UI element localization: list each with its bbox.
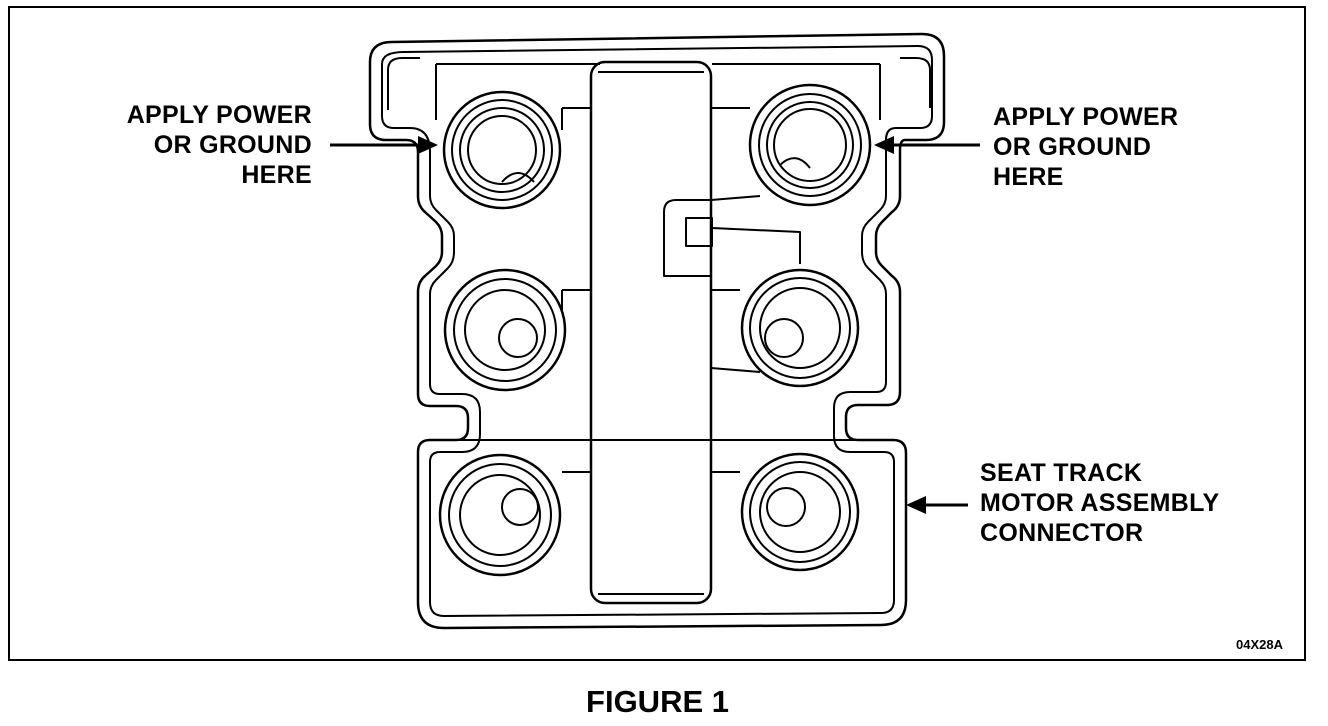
callout-left-line-1: APPLY POWER bbox=[126, 101, 312, 129]
terminal-middle-left bbox=[443, 268, 567, 392]
callout-connector-line-3: CONNECTOR bbox=[980, 519, 1144, 547]
terminal-top-left bbox=[442, 90, 562, 210]
top-ledge-left bbox=[387, 57, 420, 110]
callout-connector: SEAT TRACK MOTOR ASSEMBLY CONNECTOR bbox=[980, 458, 1219, 548]
spine-key bbox=[663, 199, 711, 277]
terminal-middle-right bbox=[740, 268, 860, 388]
callout-left: APPLY POWER OR GROUND HERE bbox=[100, 100, 312, 190]
terminal-top-right bbox=[748, 83, 872, 207]
figure-frame bbox=[8, 6, 1306, 661]
callout-connector-line-2: MOTOR ASSEMBLY bbox=[980, 489, 1220, 517]
callout-right-line-2: OR GROUND bbox=[993, 133, 1152, 161]
connector-housing-inner bbox=[381, 45, 933, 617]
guide-rails bbox=[440, 107, 880, 473]
callout-right: APPLY POWER OR GROUND HERE bbox=[993, 102, 1178, 192]
callout-left-line-2: OR GROUND bbox=[153, 131, 312, 159]
figure-caption: FIGURE 1 bbox=[586, 684, 729, 719]
spine-key-tab bbox=[685, 217, 801, 264]
arrow-connector bbox=[906, 496, 968, 514]
top-ledge-right bbox=[900, 57, 931, 108]
callout-left-line-3: HERE bbox=[241, 161, 312, 189]
arrow-left bbox=[330, 136, 438, 154]
center-spine bbox=[589, 60, 713, 605]
terminal-bottom-left bbox=[438, 453, 562, 577]
callout-right-line-1: APPLY POWER bbox=[993, 103, 1179, 131]
connector-housing-outline bbox=[368, 32, 946, 630]
center-spine-inner bbox=[598, 71, 704, 595]
callout-connector-line-1: SEAT TRACK bbox=[980, 459, 1143, 487]
arrow-right bbox=[874, 136, 980, 154]
top-rail bbox=[435, 63, 881, 120]
figure-code: 04X28A bbox=[1236, 637, 1283, 652]
terminal-bottom-right bbox=[740, 452, 860, 572]
callout-right-line-3: HERE bbox=[993, 163, 1064, 191]
